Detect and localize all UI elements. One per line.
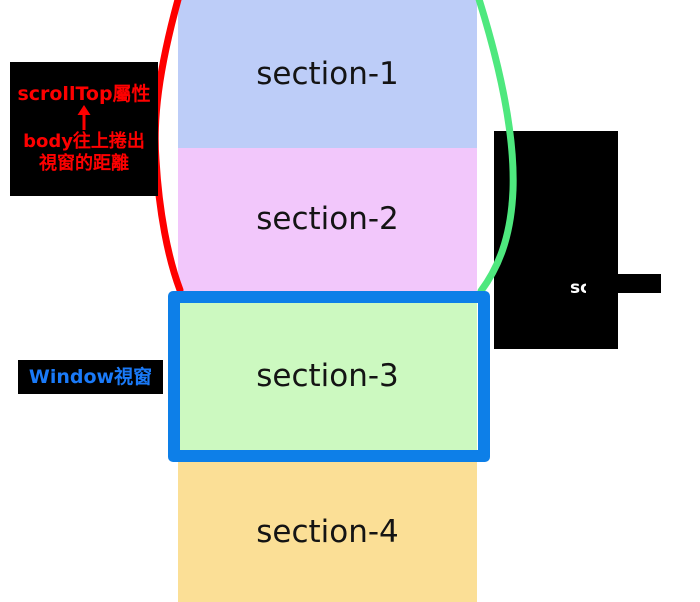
section-4-label: section-4 xyxy=(256,513,399,550)
section-3-label: section-3 xyxy=(256,358,399,394)
section-3-block: section-3 xyxy=(178,291,477,462)
scroll-top-red-arc xyxy=(151,0,184,294)
scrolltop-callout-line2: body往上捲出 xyxy=(23,131,145,152)
window-viewport-callout: Window視窗 xyxy=(18,360,163,394)
section-2-label: section-2 xyxy=(256,201,399,237)
scrollheight-text-wrap: scrollHeight xyxy=(494,273,686,299)
scrolltop-callout-line3: 視窗的距離 xyxy=(39,153,129,174)
section-1-label: section-1 xyxy=(256,55,399,92)
window-callout-label: Window視窗 xyxy=(28,366,153,388)
scrolltop-up-arrow-icon xyxy=(12,105,156,131)
section-2-block: section-2 xyxy=(178,148,477,291)
scrollheight-redaction-bar xyxy=(586,273,661,293)
scrolltop-callout: scrollTop屬性 body往上捲出 視窗的距離 xyxy=(10,62,158,196)
section-1-block: section-1 xyxy=(178,0,477,148)
scrollheight-callout: scrollHeight xyxy=(494,131,686,349)
scrolltop-callout-title: scrollTop屬性 xyxy=(17,83,151,105)
section-4-block: section-4 xyxy=(178,462,477,602)
document-column: section-1 section-2 section-3 section-4 xyxy=(178,0,477,602)
